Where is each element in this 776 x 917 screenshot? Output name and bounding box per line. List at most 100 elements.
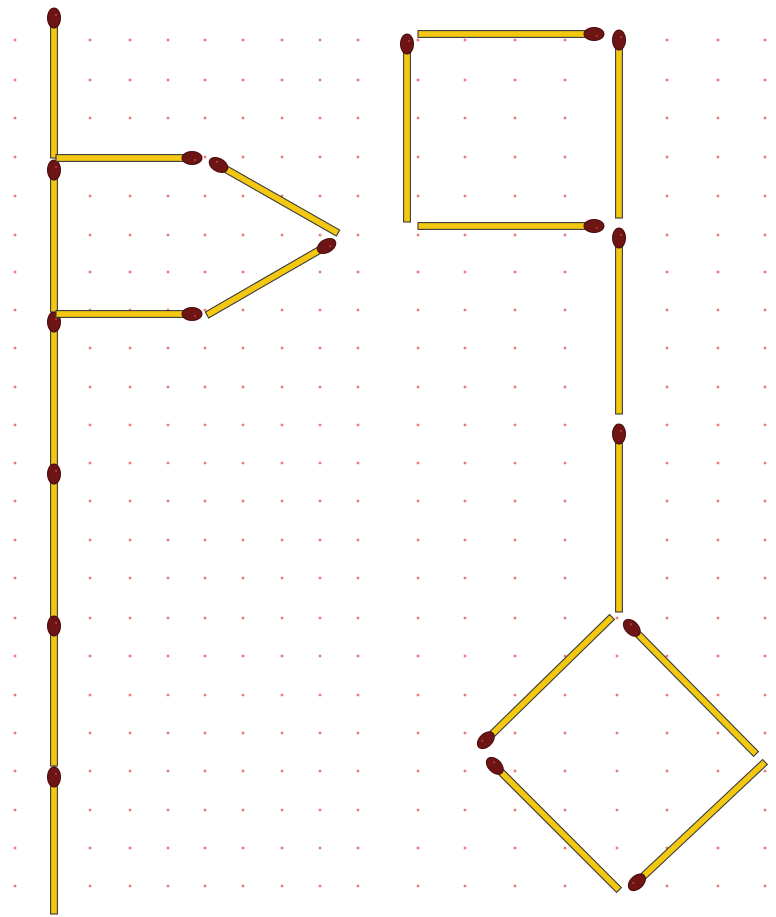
grid-dot (717, 539, 720, 542)
grid-dot (464, 271, 467, 274)
matchstick-icon (418, 220, 604, 233)
grid-dot (204, 462, 207, 465)
grid-dot (129, 732, 132, 735)
grid-dot (242, 117, 245, 120)
grid-dot (417, 885, 420, 888)
grid-dot (319, 770, 322, 773)
matchstick-icon (401, 34, 414, 222)
grid-dot (616, 732, 619, 735)
grid-dot (204, 424, 207, 427)
grid-dot (717, 309, 720, 312)
grid-dot (764, 655, 767, 658)
grid-dot (319, 462, 322, 465)
grid-dot (666, 386, 669, 389)
grid-dot (204, 770, 207, 773)
grid-dot (417, 386, 420, 389)
grid-dot (417, 655, 420, 658)
grid-dot (204, 39, 207, 42)
grid-dot (666, 694, 669, 697)
grid-dot (281, 694, 284, 697)
grid-dot (357, 694, 360, 697)
grid-dot (357, 770, 360, 773)
matchstick-body (51, 777, 58, 914)
grid-dot (204, 539, 207, 542)
grid-dot (281, 386, 284, 389)
grid-dot (319, 424, 322, 427)
grid-dot (717, 271, 720, 274)
grid-dot (167, 847, 170, 850)
grid-dot (417, 539, 420, 542)
grid-dot (204, 500, 207, 503)
grid-dot (319, 500, 322, 503)
grid-dot (242, 847, 245, 850)
grid-dot (564, 539, 567, 542)
matchstick-icon (613, 228, 626, 414)
matchstick-body (616, 434, 623, 612)
grid-dot (514, 500, 517, 503)
grid-dot (204, 885, 207, 888)
matchstick-body (635, 760, 768, 885)
grid-dot (564, 195, 567, 198)
grid-dot (666, 234, 669, 237)
grid-dot (14, 655, 17, 658)
grid-dot (89, 539, 92, 542)
grid-dot (281, 117, 284, 120)
matchstick-icon (613, 424, 626, 612)
grid-dot (89, 39, 92, 42)
grid-dot (357, 39, 360, 42)
grid-dot (319, 655, 322, 658)
matchstick-head-highlight (55, 166, 57, 168)
grid-dot (319, 732, 322, 735)
grid-dot (564, 79, 567, 82)
grid-dot (167, 39, 170, 42)
grid-dot (764, 117, 767, 120)
grid-dot (514, 770, 517, 773)
grid-dot (167, 770, 170, 773)
grid-dot (319, 617, 322, 620)
matchstick-head-highlight (620, 430, 622, 432)
grid-dot (666, 770, 669, 773)
grid-dot (764, 39, 767, 42)
grid-dot (14, 885, 17, 888)
grid-dot (666, 424, 669, 427)
grid-dot (764, 847, 767, 850)
grid-dot (417, 770, 420, 773)
grid-dot (464, 117, 467, 120)
right-figure (401, 28, 770, 895)
grid-dot (357, 117, 360, 120)
grid-dot (666, 732, 669, 735)
grid-dot (564, 577, 567, 580)
left-figure (48, 8, 342, 914)
matchstick-icon (620, 616, 760, 758)
grid-dot (14, 347, 17, 350)
grid-dot (764, 386, 767, 389)
grid-dot (717, 847, 720, 850)
grid-dot (464, 539, 467, 542)
grid-dot (616, 847, 619, 850)
matchstick-head-highlight (55, 773, 57, 775)
matchstick-icon (48, 160, 61, 312)
grid-dot (666, 117, 669, 120)
grid-dot (564, 424, 567, 427)
grid-dot (281, 655, 284, 658)
matchstick-head-highlight (408, 40, 410, 42)
grid-dot (464, 617, 467, 620)
grid-dot (204, 347, 207, 350)
grid-dot (357, 885, 360, 888)
grid-dot (14, 234, 17, 237)
grid-dot (764, 234, 767, 237)
grid-dot (14, 539, 17, 542)
matchstick-head (613, 424, 626, 444)
grid-dot (564, 386, 567, 389)
grid-dot (129, 655, 132, 658)
grid-dot (204, 195, 207, 198)
matchstick-body (492, 763, 621, 892)
grid-dot (717, 770, 720, 773)
grid-dot (281, 39, 284, 42)
grid-dot (167, 271, 170, 274)
grid-dot (129, 462, 132, 465)
grid-dot (764, 79, 767, 82)
grid-dot (764, 500, 767, 503)
grid-dot (564, 347, 567, 350)
grid-dot (129, 539, 132, 542)
